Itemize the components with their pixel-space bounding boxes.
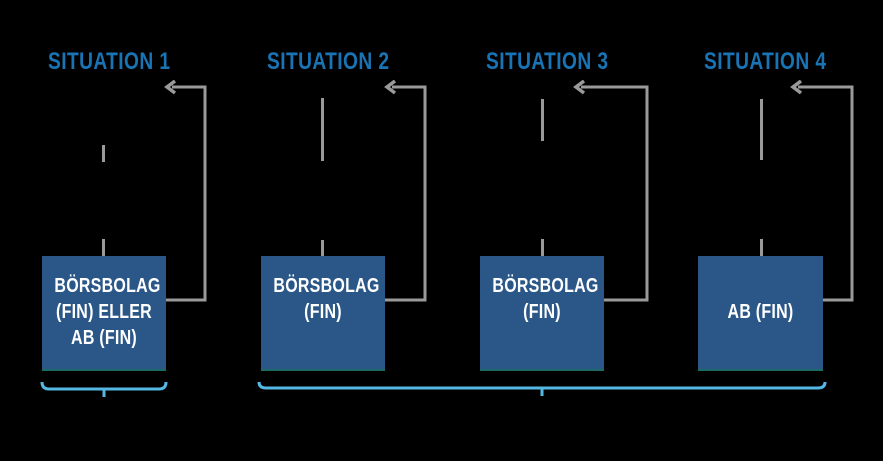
left-chevron-arrow-icon [164,80,177,95]
stem-line-bottom [760,239,763,256]
stem-line-bottom [321,240,324,256]
stem-line-top [102,145,105,162]
company-box-3: BÖRSBOLAG (FIN) [480,256,604,371]
company-box-4: AB (FIN) [698,256,823,371]
situation-2-title: SITUATION 2 [267,47,390,75]
stem-line-bottom [102,239,105,256]
situation-1-title: SITUATION 1 [48,47,171,75]
feedback-arrow-icon [790,80,854,302]
feedback-arrow-icon [164,80,207,302]
company-box-1: BÖRSBOLAG (FIN) ELLER AB (FIN) [42,256,166,371]
feedback-arrow-icon [573,80,649,302]
left-chevron-arrow-icon [573,80,586,95]
left-chevron-arrow-icon [384,80,397,95]
feedback-arrow-icon [384,80,427,302]
stem-line-top [541,99,544,141]
company-box-label: BÖRSBOLAG (FIN) [273,275,380,323]
company-box-label: AB (FIN) [727,301,794,323]
underbrace-situations-2-4 [257,381,827,396]
left-chevron-arrow-icon [790,80,803,95]
company-box-label: BÖRSBOLAG (FIN) [492,275,599,323]
situation-3-title: SITUATION 3 [486,47,609,75]
company-box-2: BÖRSBOLAG (FIN) [261,256,385,371]
company-box-label: BÖRSBOLAG (FIN) ELLER AB (FIN) [54,275,161,349]
stem-line-top [760,99,763,160]
stem-line-bottom [541,239,544,256]
underbrace-situation-1 [40,381,168,397]
stem-line-top [321,98,324,161]
situation-4-title: SITUATION 4 [704,47,827,75]
